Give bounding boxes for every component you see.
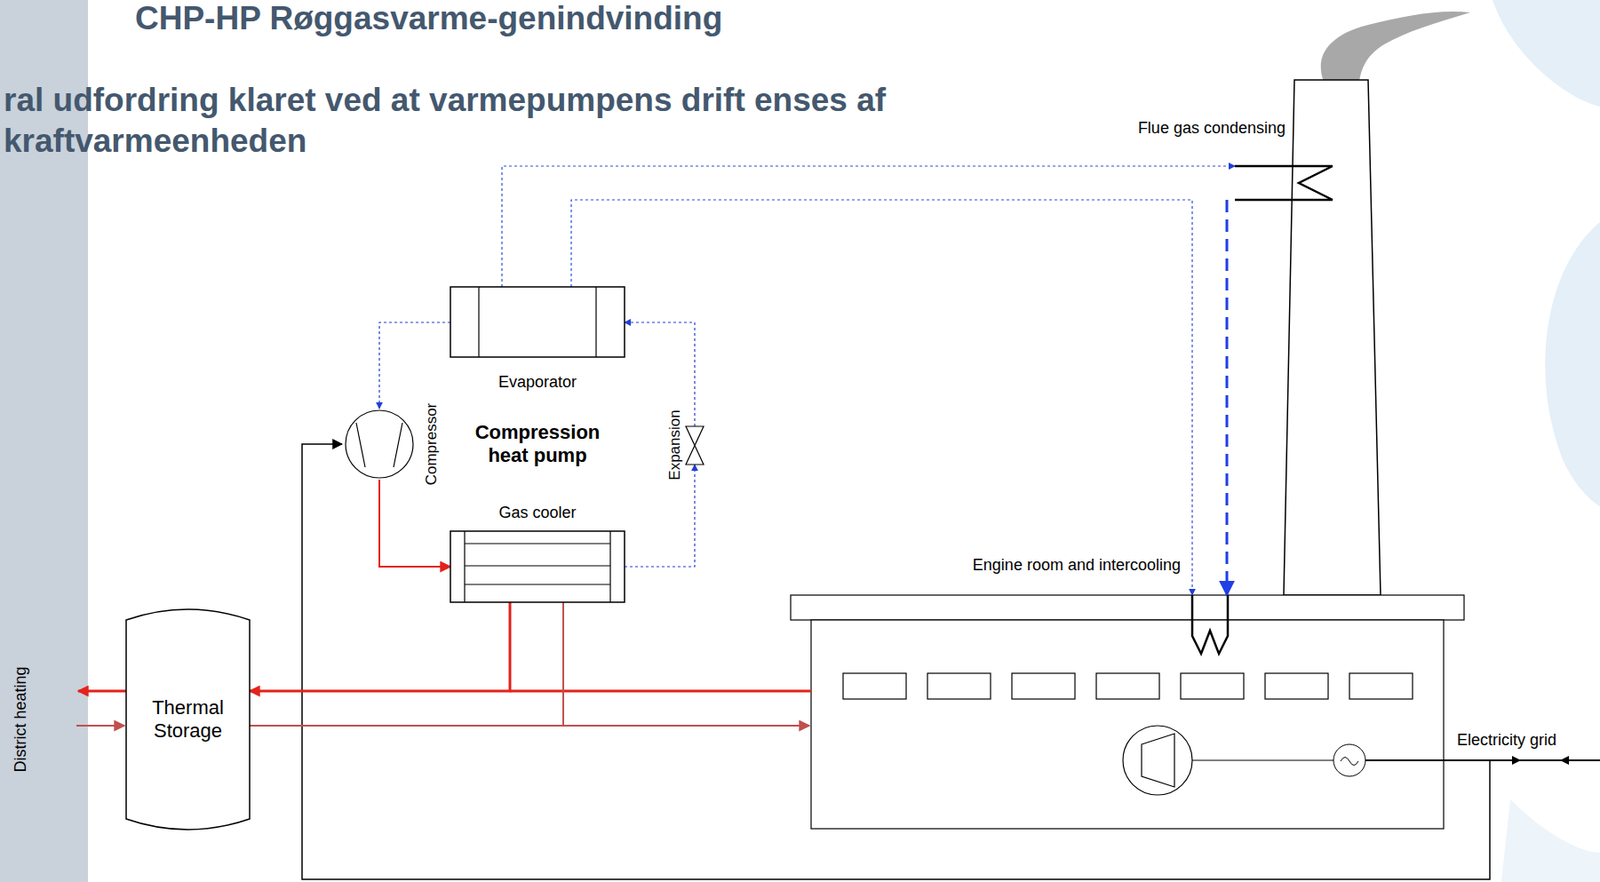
gas-cooler-box-outline [450,531,625,603]
evaporator-box-stroke [450,286,625,358]
compressor-symbol-svg [343,408,415,480]
watermark-shape [1492,0,1600,107]
windows [843,673,1413,700]
grid-arrow [1560,756,1569,765]
storage-tank-outline [126,609,250,830]
evaporator-box-stroke [478,286,597,358]
expansion-valve: Expansion [685,426,704,465]
engine-heat-exchanger-svg [1188,595,1232,655]
node-label: Expansion [666,409,685,480]
gas-cooler-box-stroke [450,531,625,603]
window [1096,673,1160,700]
evaporator-box-outline [450,286,625,358]
side-label: District heating [11,666,31,773]
generator-sine [1340,757,1359,766]
grid-arrow [1512,756,1521,765]
expansion-valve-svg [685,426,704,465]
gas-cooler-box-stroke [464,543,611,585]
window [1265,673,1329,700]
flow-connector [379,479,451,567]
window [1011,673,1075,700]
node-label: Flue gas condensing [1138,119,1286,139]
window [927,673,991,700]
compressor-symbol-stroke [356,422,403,468]
window [1180,673,1244,700]
power-supply-line [302,444,1490,880]
compressor-symbol-outline [345,410,414,478]
window [843,673,907,700]
flow-connector [624,464,695,567]
gas-cooler-box-stroke [464,531,611,603]
flow-connector [571,199,1193,596]
flue-gas-exchanger-stroke [1234,166,1333,200]
flow-connector [249,602,564,726]
shaft [1192,760,1334,762]
node-label: Compressor [422,403,441,486]
flow-connector [1225,199,1229,596]
node-label: Engine room and intercooling [972,556,1181,576]
slide-title: CHP-HP Røggasvarme-genindvinding [135,0,723,39]
storage-tank-stroke [126,609,250,830]
chimney [1283,79,1381,596]
generator-symbol [1333,744,1366,777]
watermark-shape [1544,222,1600,507]
building-body [811,620,1444,829]
expansion-valve-stroke [685,426,704,465]
flue-gas-exchanger-svg [1234,161,1333,205]
node-label: Gas cooler [450,503,625,524]
gas-cooler-box: Gas cooler [450,531,625,603]
storage-tank: Thermal Storage [126,609,250,830]
watermark-shape [1501,799,1600,882]
flue-gas-exchanger: Flue gas condensing [1234,161,1333,205]
engine-heat-exchanger: Engine room and intercooling [1188,595,1232,655]
compressor-symbol: Compressor [343,408,415,480]
node-label: Thermal Storage [133,696,243,744]
flow-connector [379,322,451,409]
slide-subtitle: ral udfordring klaret ved at varmepumpen… [3,79,972,162]
flue-gas-exchanger-outline [1234,166,1333,200]
building-roof [790,595,1465,621]
engine-heat-exchanger-outline [1192,595,1228,654]
engine-heat-exchanger-stroke [1192,595,1228,654]
window [1349,673,1413,700]
district-return-arrow [76,724,125,727]
node-label: Evaporator [450,373,625,393]
flow-connector [624,322,695,427]
gas-cooler-box-svg [450,531,625,603]
system-label: Compression heat pump [457,421,618,469]
turbine-blade [1141,733,1175,788]
district-supply-arrow [78,690,127,693]
grid-label: Electricity grid [1456,731,1557,750]
turbine-symbol [1122,725,1193,796]
smoke [1321,11,1471,82]
evaporator-box-svg [450,286,625,358]
return-water-line [563,724,810,727]
expansion-valve-outline [685,426,704,465]
flow-connector [501,166,1235,287]
compressor-circle [345,410,414,478]
hot-water-line [509,690,812,693]
evaporator-box: Evaporator [450,286,625,358]
flow-connector [249,602,510,692]
